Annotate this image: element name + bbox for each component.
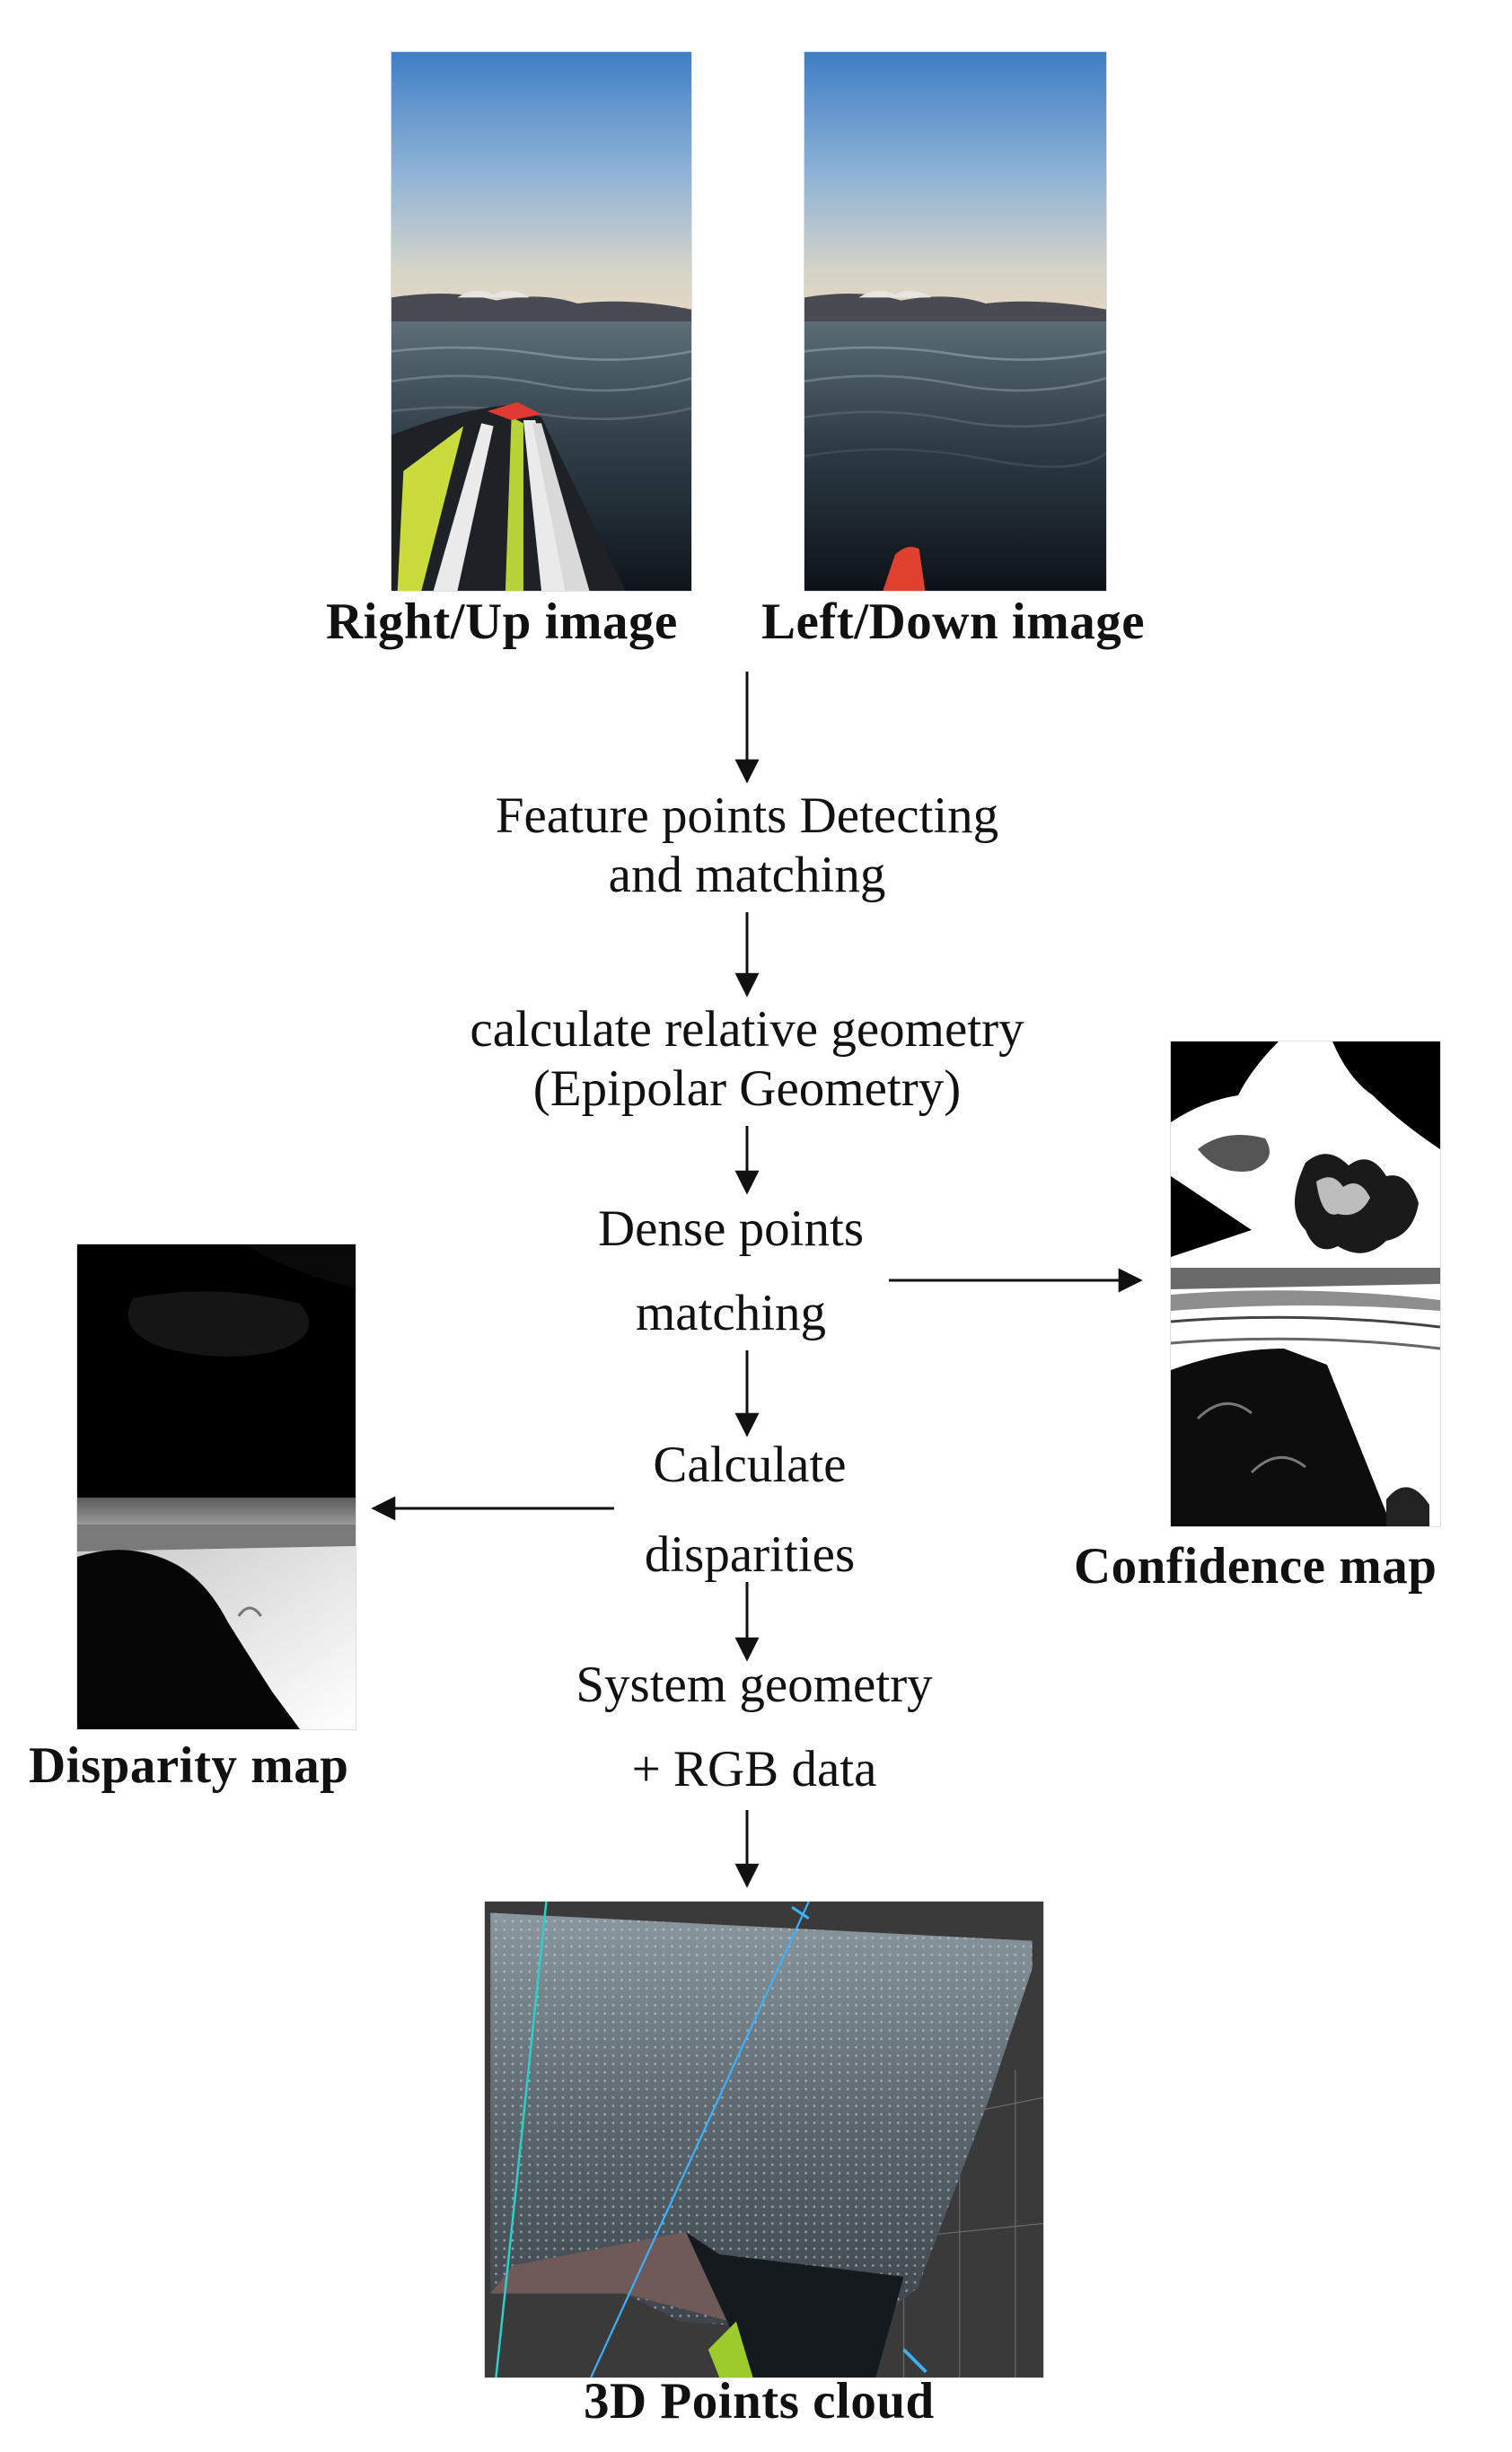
geometry-step-line-1: calculate relative geometry bbox=[470, 1001, 1024, 1058]
dense-matching-step: Dense points matching bbox=[506, 1187, 955, 1356]
feature-step-line-1: Feature points Detecting bbox=[495, 787, 999, 844]
dense-step-line-1: Dense points bbox=[597, 1200, 865, 1257]
confidence-map-caption: Confidence map bbox=[1074, 1538, 1437, 1595]
system-step-line-2: + RGB data bbox=[631, 1741, 877, 1798]
disparities-step-line-2: disparities bbox=[644, 1525, 856, 1583]
dense-step-line-2: matching bbox=[635, 1285, 827, 1342]
left-down-image-caption: Left/Down image bbox=[761, 593, 1146, 650]
right-up-image bbox=[391, 52, 691, 591]
confidence-map-image bbox=[1171, 1041, 1440, 1526]
stereo-left-down-photo-icon bbox=[804, 52, 1106, 591]
relative-geometry-step: calculate relative geometry (Epipolar Ge… bbox=[388, 1000, 1106, 1119]
system-geometry-step: System geometry + RGB data bbox=[512, 1643, 997, 1812]
point-cloud-render-icon bbox=[485, 1902, 1043, 2377]
left-down-image bbox=[804, 52, 1106, 591]
confidence-map-image-icon bbox=[1171, 1041, 1440, 1526]
system-step-line-1: System geometry bbox=[576, 1657, 933, 1713]
right-up-image-caption: Right/Up image bbox=[326, 593, 678, 650]
disparity-map-image bbox=[77, 1244, 356, 1729]
point-cloud-caption: 3D Points cloud bbox=[584, 2373, 935, 2430]
geometry-step-line-2: (Epipolar Geometry) bbox=[532, 1060, 962, 1118]
disparities-step-line-1: Calculate bbox=[653, 1437, 847, 1493]
stereo-right-up-photo-icon bbox=[391, 52, 691, 591]
feature-detection-step: Feature points Detecting and matching bbox=[388, 787, 1106, 905]
feature-step-line-2: and matching bbox=[608, 847, 886, 904]
calculate-disparities-step: Calculate disparities bbox=[557, 1420, 943, 1600]
disparity-map-image-icon bbox=[77, 1244, 356, 1729]
point-cloud-image bbox=[485, 1902, 1043, 2377]
disparity-map-caption: Disparity map bbox=[29, 1737, 349, 1794]
